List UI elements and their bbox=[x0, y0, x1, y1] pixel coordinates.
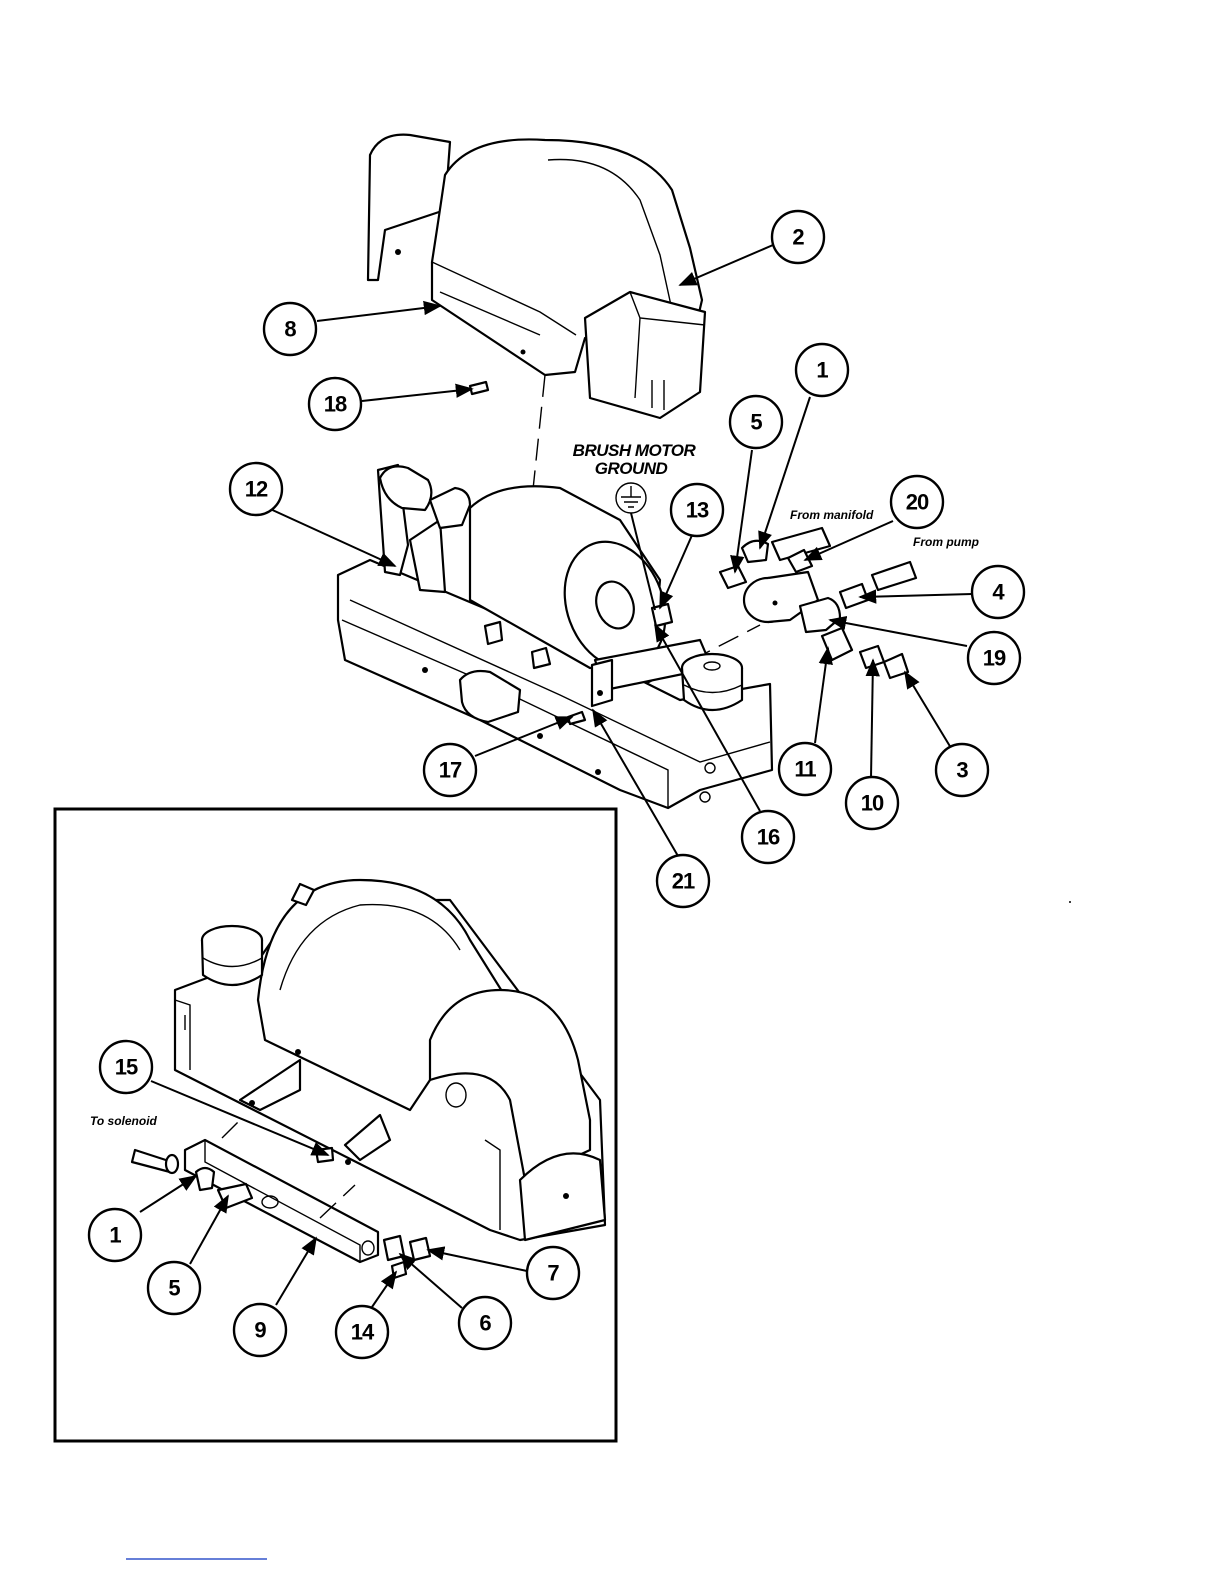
hose-clamp-part bbox=[742, 541, 768, 562]
svg-text:9: 9 bbox=[254, 1318, 266, 1343]
callout-21: 21 bbox=[657, 855, 709, 907]
from-pump-label: From pump bbox=[913, 535, 979, 549]
callout-10: 10 bbox=[846, 777, 898, 829]
callout-14: 14 bbox=[336, 1306, 388, 1358]
callout-11: 11 bbox=[779, 743, 831, 795]
svg-text:18: 18 bbox=[324, 392, 347, 417]
svg-text:11: 11 bbox=[794, 757, 816, 782]
svg-text:7: 7 bbox=[547, 1261, 559, 1286]
ground-label: GROUND bbox=[595, 459, 668, 478]
callout-19: 19 bbox=[968, 632, 1020, 684]
svg-text:12: 12 bbox=[245, 477, 268, 502]
callout-2: 2 bbox=[772, 211, 824, 263]
callout-20: 20 bbox=[891, 476, 943, 528]
fitting-3-part bbox=[884, 654, 908, 678]
svg-text:21: 21 bbox=[672, 869, 695, 894]
to-solenoid-label: To solenoid bbox=[90, 1114, 158, 1128]
callout-8: 8 bbox=[264, 303, 316, 355]
inset-view: To solenoid 15 1 5 9 14 6 7 bbox=[55, 809, 616, 1441]
inset-clamp-part bbox=[196, 1168, 214, 1190]
svg-text:17: 17 bbox=[439, 758, 462, 783]
callout-13: 13 bbox=[671, 484, 723, 536]
svg-text:19: 19 bbox=[983, 646, 1006, 671]
callout-9: 9 bbox=[234, 1304, 286, 1356]
elbow-fitting-part bbox=[720, 566, 746, 588]
deck-bolt-part bbox=[532, 648, 550, 668]
callout-18: 18 bbox=[309, 378, 361, 430]
svg-text:4: 4 bbox=[992, 580, 1005, 605]
fitting-7-part bbox=[410, 1238, 430, 1260]
from-manifold-label: From manifold bbox=[790, 508, 874, 522]
svg-text:8: 8 bbox=[284, 317, 296, 342]
fitting-6-part bbox=[384, 1236, 404, 1260]
callout-15: 15 bbox=[100, 1041, 152, 1093]
svg-text:3: 3 bbox=[956, 758, 968, 783]
svg-text:5: 5 bbox=[750, 410, 762, 435]
deck-bolt-part bbox=[485, 622, 502, 644]
brush-motor-label: BRUSH MOTOR bbox=[573, 441, 697, 460]
callout-5: 5 bbox=[730, 396, 782, 448]
callout-3: 3 bbox=[936, 744, 988, 796]
callout-1: 1 bbox=[796, 344, 848, 396]
svg-text:2: 2 bbox=[792, 225, 804, 250]
callout-12: 12 bbox=[230, 463, 282, 515]
svg-text:5: 5 bbox=[168, 1276, 180, 1301]
callout-1-inset: 1 bbox=[89, 1209, 141, 1261]
electrical-ground-icon bbox=[616, 483, 646, 513]
hose-pump-part bbox=[872, 562, 916, 590]
screw-part bbox=[470, 382, 488, 394]
svg-text:6: 6 bbox=[479, 1311, 491, 1336]
main-assembly-view: BRUSH MOTOR GROUND From manifold From pu… bbox=[230, 135, 1071, 907]
svg-text:10: 10 bbox=[861, 791, 884, 816]
svg-text:1: 1 bbox=[109, 1223, 121, 1248]
svg-text:13: 13 bbox=[686, 498, 709, 523]
brush-cover-part bbox=[368, 135, 705, 418]
svg-text:16: 16 bbox=[757, 825, 780, 850]
callout-5-inset: 5 bbox=[148, 1262, 200, 1314]
callout-17: 17 bbox=[424, 744, 476, 796]
callout-4: 4 bbox=[972, 566, 1024, 618]
callout-6: 6 bbox=[459, 1297, 511, 1349]
callout-7: 7 bbox=[527, 1247, 579, 1299]
svg-text:15: 15 bbox=[115, 1055, 138, 1080]
callout-16: 16 bbox=[742, 811, 794, 863]
svg-text:20: 20 bbox=[906, 490, 929, 515]
svg-text:1: 1 bbox=[816, 358, 828, 383]
svg-text:14: 14 bbox=[351, 1320, 375, 1345]
